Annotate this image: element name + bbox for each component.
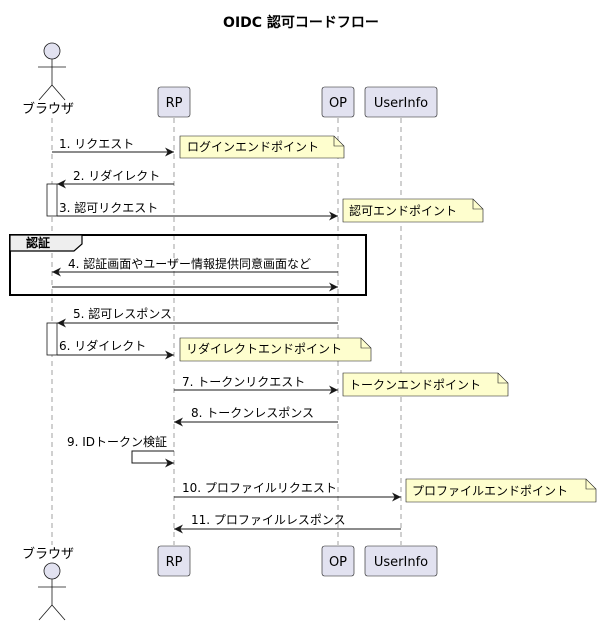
message-label: 1. リクエスト	[59, 137, 134, 151]
message-label: 5. 認可レスポンス	[73, 306, 172, 321]
diagram-title: OIDC 認可コードフロー	[223, 14, 379, 31]
note: トークンエンドポイント	[342, 372, 509, 397]
message-arrow	[131, 450, 174, 468]
participant-rp-top: RP	[157, 86, 191, 118]
note-text: トークンエンドポイント	[349, 378, 481, 392]
message-label: 3. 認可リクエスト	[59, 200, 158, 215]
actor-icon-bottom	[38, 562, 66, 621]
message-label: 8. トークンレスポンス	[191, 406, 314, 420]
activation-bar	[46, 183, 58, 217]
participant-rp-top-label: RP	[166, 96, 183, 111]
group-label: 認証	[26, 235, 50, 250]
participant-userinfo-top-label: UserInfo	[374, 96, 428, 111]
note: プロファイルエンドポイント	[405, 478, 597, 503]
actor-icon-top	[38, 42, 66, 101]
note-text: プロファイルエンドポイント	[412, 484, 568, 498]
note-text: ログインエンドポイント	[187, 140, 319, 154]
note: リダイレクトエンドポイント	[179, 337, 372, 362]
message-label: 11. プロファイルレスポンス	[191, 513, 346, 527]
note-text: 認可エンドポイント	[349, 203, 457, 218]
participant-browser-top: ブラウザ	[22, 101, 74, 117]
participant-rp-bottom: RP	[157, 545, 191, 577]
note: ログインエンドポイント	[179, 135, 345, 159]
activation-bar	[46, 322, 58, 356]
participant-rp-bottom-label: RP	[166, 555, 183, 570]
note: 認可エンドポイント	[342, 198, 484, 223]
participant-browser-bottom: ブラウザ	[22, 546, 74, 562]
message-label: 2. リダイレクト	[73, 168, 160, 183]
participant-userinfo-bottom-label: UserInfo	[374, 555, 428, 570]
participant-userinfo-bottom: UserInfo	[364, 545, 438, 577]
message-label: 7. トークンリクエスト	[182, 375, 305, 389]
note-text: リダイレクトエンドポイント	[186, 341, 342, 356]
message-label: 9. IDトークン検証	[67, 435, 167, 449]
message-label: 6. リダイレクト	[59, 338, 146, 353]
participant-op-top-label: OP	[329, 96, 347, 111]
group-frame: 認証	[9, 234, 367, 296]
participant-op-bottom-label: OP	[329, 555, 347, 570]
message-label: 10. プロファイルリクエスト	[182, 481, 337, 495]
participant-op-top: OP	[321, 86, 355, 118]
participant-userinfo-top: UserInfo	[364, 86, 438, 118]
message-label: 4. 認証画面やユーザー情報提供同意画面など	[68, 256, 311, 271]
participant-op-bottom: OP	[321, 545, 355, 577]
